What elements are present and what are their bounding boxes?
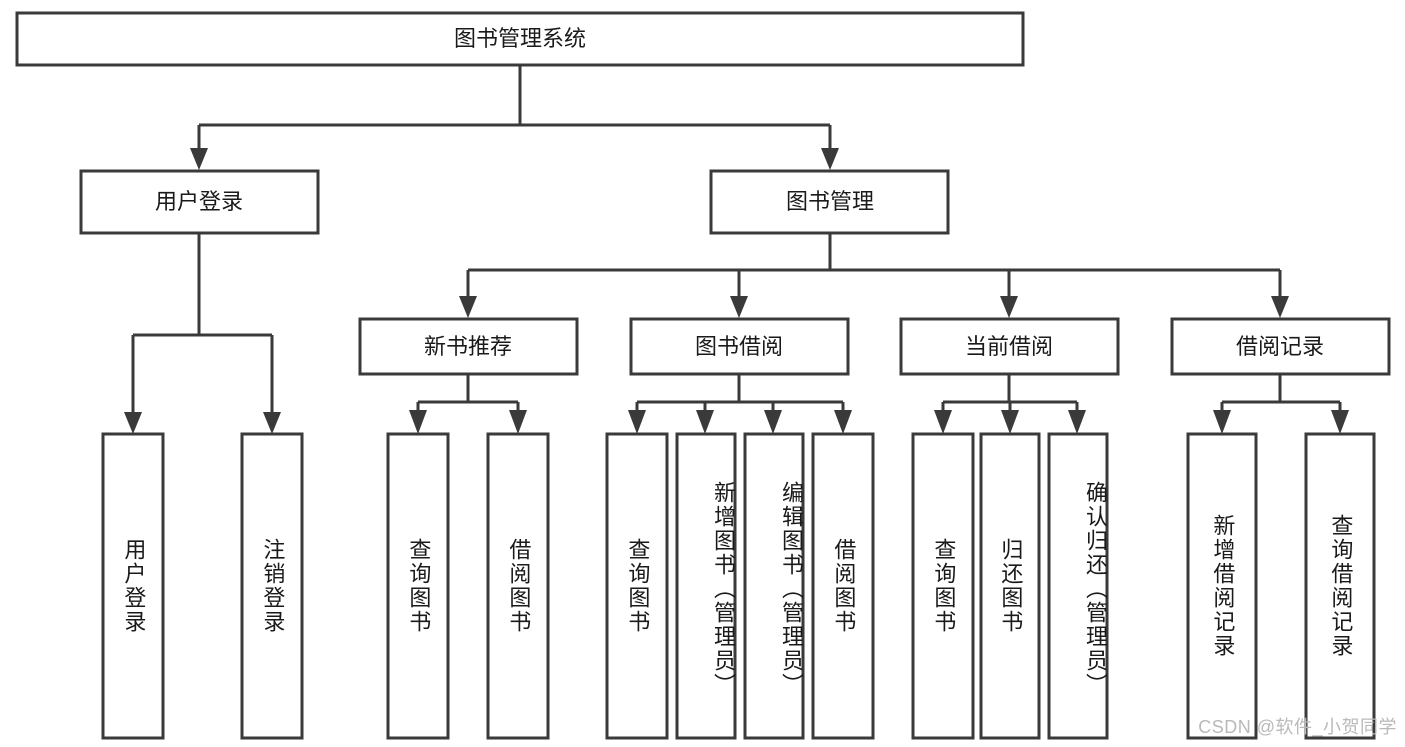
connector-group-borrow-record xyxy=(1213,374,1349,434)
arrow-head-icon xyxy=(1000,296,1018,318)
node-leaf-add-book-box[interactable] xyxy=(675,432,737,740)
node-leaf-return-book-box[interactable] xyxy=(979,432,1041,740)
node-leaf-query-book-bb-box[interactable] xyxy=(605,432,669,740)
node-current-borrow-label: 当前借阅 xyxy=(965,334,1053,359)
node-leaf-query-book-cb-box[interactable] xyxy=(911,432,975,740)
arrow-head-icon xyxy=(764,410,782,434)
arrow-head-icon xyxy=(1001,410,1019,434)
arrow-head-icon xyxy=(821,148,839,170)
node-root-box[interactable] xyxy=(15,11,1025,67)
node-leaf-query-book-nb-box[interactable] xyxy=(386,432,450,740)
node-leaf-logout-box[interactable] xyxy=(240,432,304,740)
node-leaf-edit-book-box[interactable] xyxy=(743,432,805,740)
watermark-text: CSDN @软件_小贺同学 xyxy=(1198,717,1397,737)
node-borrow-record-label: 借阅记录 xyxy=(1236,334,1324,359)
node-book-manage-box[interactable] xyxy=(709,169,950,235)
node-leaf-query-record-box[interactable] xyxy=(1304,432,1376,740)
node-new-book-box[interactable] xyxy=(358,317,579,376)
node-leaf-borrow-book-nb-box[interactable] xyxy=(486,432,550,740)
node-user-login-box[interactable] xyxy=(79,169,320,235)
connector-group-book-borrow xyxy=(628,374,852,434)
node-book-borrow-box[interactable] xyxy=(629,317,850,376)
node-new-book-label: 新书推荐 xyxy=(424,334,512,359)
arrow-head-icon xyxy=(409,410,427,434)
connector-group-root xyxy=(190,65,839,170)
node-borrow-record-box[interactable] xyxy=(1170,317,1391,376)
arrow-head-icon xyxy=(1068,410,1086,434)
node-book-manage-label: 图书管理 xyxy=(786,189,874,214)
connector-group-user-login xyxy=(124,233,281,434)
arrow-head-icon xyxy=(1331,410,1349,434)
arrow-head-icon xyxy=(509,410,527,434)
node-root-label: 图书管理系统 xyxy=(454,26,586,51)
arrow-head-icon xyxy=(1213,410,1231,434)
arrow-head-icon xyxy=(834,410,852,434)
arrow-head-icon xyxy=(934,410,952,434)
arrow-head-icon xyxy=(730,296,748,318)
arrow-head-icon xyxy=(459,296,477,318)
arrow-head-icon xyxy=(1271,296,1289,318)
arrow-head-icon xyxy=(696,410,714,434)
arrow-head-icon xyxy=(628,410,646,434)
arrow-head-icon xyxy=(263,412,281,434)
node-book-borrow-label: 图书借阅 xyxy=(695,334,783,359)
connector-group-current-borrow xyxy=(934,374,1086,434)
node-leaf-confirm-return-box[interactable] xyxy=(1047,432,1109,740)
connector-group-new-book xyxy=(409,374,527,434)
node-user-login-label: 用户登录 xyxy=(155,189,243,214)
node-leaf-add-record-box[interactable] xyxy=(1186,432,1258,740)
node-current-borrow-box[interactable] xyxy=(899,317,1120,376)
connector-group-book-manage xyxy=(459,233,1289,318)
node-leaf-user-login-box[interactable] xyxy=(101,432,165,740)
node-leaf-borrow-book-bb-box[interactable] xyxy=(811,432,875,740)
arrow-head-icon xyxy=(124,412,142,434)
arrow-head-icon xyxy=(190,148,208,170)
